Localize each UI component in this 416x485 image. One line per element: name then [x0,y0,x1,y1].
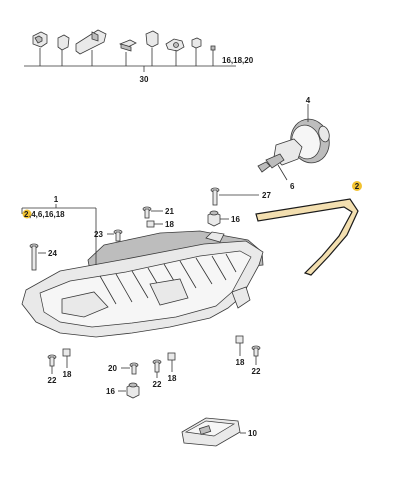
callout-16-a: 16 [231,215,240,224]
screw-22-a [47,354,57,367]
leader-6 [277,164,288,181]
small-part-7 [191,37,202,49]
callout-1: 1 [54,195,59,204]
callout-18-c: 18 [168,374,177,383]
led-control-module [181,417,241,447]
bulb-with-socket [257,138,303,173]
clip-18-c [167,352,176,361]
callout-10: 10 [248,429,257,438]
screw-24 [29,243,39,271]
group-30-bracket [24,48,236,72]
screw-27 [210,187,220,206]
screw-22-c [251,345,261,357]
callout-18-a: 18 [165,220,174,229]
nut-16-a [207,210,221,227]
callout-6: 6 [290,182,295,191]
small-part-2 [57,34,70,51]
callout-21: 21 [165,207,174,216]
callout-18-d: 18 [236,358,245,367]
small-part-6 [165,38,185,52]
callout-24: 24 [48,249,57,258]
callout-22-c: 22 [252,367,261,376]
screw-21 [142,206,152,219]
callout-20: 20 [108,364,117,373]
callout-2: 2 [355,182,360,191]
callout-23: 23 [94,230,103,239]
clip-18-d [235,335,244,344]
screw-20 [129,362,139,375]
callout-1-sub-marker [22,209,32,219]
screw-23 [113,229,123,242]
callout-1-sub-rest: ,4,6,16,18 [29,210,65,219]
small-part-1 [32,31,48,48]
nut-16-b [126,382,140,399]
small-part-3 [75,29,107,55]
callout-30: 30 [140,75,149,84]
callout-2-marker [352,181,362,191]
small-part-4 [119,39,137,52]
callout-22-a: 22 [48,376,57,385]
callout-16-b: 16 [106,387,115,396]
callout-22-b: 22 [153,380,162,389]
screw-22-b [152,359,162,373]
small-part-8 [210,45,216,51]
small-part-5 [145,30,159,48]
group-1-bracket [21,204,97,265]
callout-27: 27 [262,191,271,200]
callout-18-b: 18 [63,370,72,379]
headlight-seal [255,198,359,276]
callout-4: 4 [306,96,311,105]
headlight-housing [21,230,264,338]
callout-1-sub-highlight: 2 [24,210,29,219]
clip-18-a [146,220,155,228]
callout-16-18-20: 16,18,20 [222,56,254,65]
clip-18-b [62,348,71,357]
small-parts-row [32,29,216,55]
